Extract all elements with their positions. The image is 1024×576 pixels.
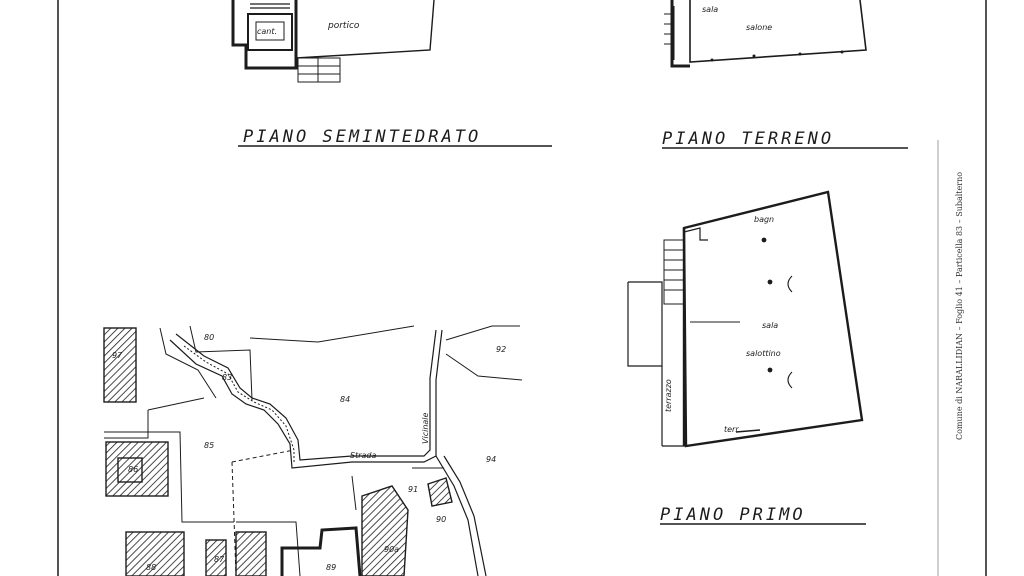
- room-label-sala: sala: [702, 5, 718, 14]
- room-label-terrazzo: terrazzo: [664, 379, 673, 412]
- title-piano-primo: PIANO PRIMO: [660, 505, 806, 525]
- parcel-86: 86: [128, 465, 138, 474]
- parcel-90: 90: [436, 515, 446, 524]
- room-label-terr: terr: [724, 425, 739, 434]
- room-label-salone: salone: [746, 23, 772, 32]
- parcel-94: 94: [486, 455, 496, 464]
- parcel-83: 83: [222, 373, 232, 382]
- parcel-97: 97: [112, 351, 123, 360]
- room-label-sala-primo: sala: [762, 321, 778, 330]
- plan-primo: bagn sala salottino terrazzo terr: [627, 190, 864, 448]
- parcel-91: 91: [408, 485, 418, 494]
- margin-note: Comune di NARALLIDIAN – Foglio 41 – Part…: [955, 172, 964, 440]
- parcel-89: 89: [326, 563, 336, 572]
- plan-terreno: sala salone: [664, 0, 867, 68]
- parcel-84: 84: [340, 395, 350, 404]
- plan-semi: cant. portico: [231, 0, 435, 83]
- parcel-85: 85: [204, 441, 214, 450]
- parcel-90a: 90a: [384, 545, 399, 554]
- title-piano-seminterrato: PIANO SEMINTEDRATO: [243, 127, 481, 147]
- road-label-vertical: Vicinale: [421, 412, 430, 444]
- parcel-80: 80: [204, 333, 214, 342]
- bottom-partial-text: ~~~~~ ~~~~ ~~~~: [572, 570, 698, 576]
- room-label-salottino: salottino: [746, 349, 781, 358]
- semi-steps: [297, 57, 341, 83]
- cadastral-map: 80 97 83 84 85 86 87 88 89 90 91 92 94 9…: [103, 325, 523, 576]
- parcel-87: 87: [214, 555, 225, 564]
- parcel-88: 88: [146, 563, 156, 572]
- parcel-92: 92: [496, 345, 506, 354]
- primo-stair: [663, 239, 685, 305]
- road-label: Strada: [350, 451, 376, 460]
- title-piano-terreno: PIANO TERRENO: [662, 129, 834, 149]
- room-label-bagno: bagn: [754, 215, 774, 224]
- room-label-portico: portico: [327, 21, 360, 31]
- room-label-cant: cant.: [257, 27, 277, 36]
